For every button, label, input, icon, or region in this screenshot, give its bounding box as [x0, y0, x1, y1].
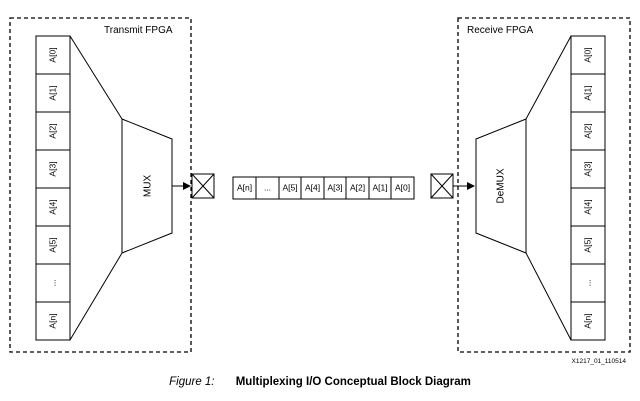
- transmit-cell-label: ...: [47, 279, 57, 286]
- transmit-cell-label: A[2]: [47, 123, 57, 138]
- transmit-register-stack: A[0] A[1] A[2] A[3] A[4] A[5] ... A[n]: [35, 35, 71, 341]
- receive-register-stack: A[0] A[1] A[2] A[3] A[4] A[5] ... A[n]: [570, 35, 606, 341]
- transmit-cell-label: A[5]: [47, 237, 57, 252]
- receive-cell-label: A[0]: [582, 47, 592, 62]
- transmit-cell-label: A[n]: [47, 313, 57, 328]
- funnel-line: [69, 35, 123, 120]
- stream-cell: A[1]: [372, 182, 387, 192]
- figure-number: Figure 1:: [169, 376, 215, 388]
- stream-cell: A[4]: [305, 182, 320, 192]
- transmit-fpga-block: Transmit FPGA A[0] A[1] A[2] A[3] A[4] A…: [9, 17, 192, 353]
- receive-cell-label: A[4]: [582, 199, 592, 214]
- demux-label: DeMUX: [496, 168, 507, 203]
- stream-cell: A[2]: [350, 182, 365, 192]
- funnel-line: [69, 252, 123, 341]
- transmit-cell-label: A[3]: [47, 161, 57, 176]
- receive-io-pin: [430, 173, 454, 199]
- funnel-line: [525, 252, 572, 341]
- funnel-line: [525, 35, 572, 120]
- figure-caption: Figure 1: Multiplexing I/O Conceptual Bl…: [0, 376, 640, 388]
- receive-fpga-title: Receive FPGA: [467, 25, 533, 36]
- mux-block: [121, 118, 173, 254]
- transmit-cell-label: A[1]: [47, 85, 57, 100]
- figure-title: Multiplexing I/O Conceptual Block Diagra…: [235, 376, 471, 388]
- receive-cell-label: ...: [582, 279, 592, 286]
- receive-cell-label: A[n]: [582, 313, 592, 328]
- stream-cell: A[5]: [282, 182, 297, 192]
- receive-cell-label: A[2]: [582, 123, 592, 138]
- stream-cell: A[n]: [237, 182, 252, 192]
- stream-cell: A[0]: [395, 182, 410, 192]
- serial-data-stream: A[n] ... A[5] A[4] A[3] A[2] A[1] A[0]: [232, 176, 415, 200]
- transmit-cell-label: A[0]: [47, 47, 57, 62]
- receive-cell-label: A[3]: [582, 161, 592, 176]
- receive-cell-label: A[5]: [582, 237, 592, 252]
- transmit-cell-label: A[4]: [47, 199, 57, 214]
- stream-cell: ...: [264, 182, 271, 192]
- receive-fpga-block: Receive FPGA DeMUX A[0] A[1] A[2] A[3] A…: [453, 17, 631, 353]
- figure-file-id: X1217_01_110514: [571, 358, 626, 365]
- stream-cell: A[3]: [327, 182, 342, 192]
- transmit-fpga-title: Transmit FPGA: [104, 25, 173, 36]
- transmit-io-pin: [191, 173, 215, 199]
- receive-cell-label: A[1]: [582, 85, 592, 100]
- mux-label: MUX: [143, 175, 154, 198]
